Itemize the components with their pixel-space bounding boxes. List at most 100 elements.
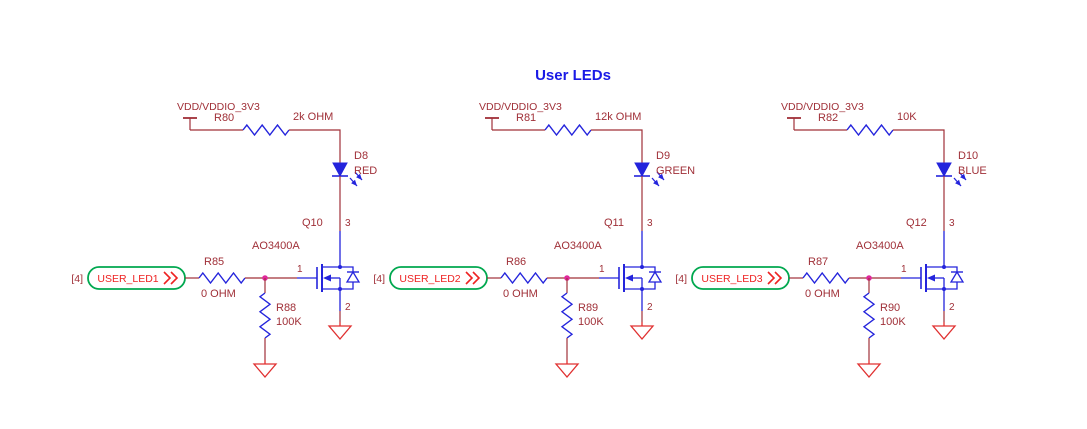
port-chevron-icon — [465, 271, 474, 285]
resistor-symbol — [198, 271, 246, 285]
port-net-label: USER_LED3 — [701, 273, 762, 285]
led-ref: D8 — [354, 150, 368, 162]
led-symbol — [936, 162, 952, 178]
resistor-ref: R89 — [578, 302, 598, 314]
resistor-symbol — [862, 292, 876, 339]
wire — [591, 129, 643, 163]
led-symbol — [634, 162, 650, 178]
led-emission-arrow — [955, 179, 961, 186]
resistor-symbol — [258, 292, 272, 339]
resistor-ref: R85 — [204, 256, 224, 268]
symbol-junction-dot — [942, 287, 946, 291]
body-diode-triangle — [345, 270, 361, 283]
transistor-part: AO3400A — [252, 240, 300, 252]
symbol-junction-dot — [338, 287, 342, 291]
pin-number: 1 — [901, 264, 907, 275]
wire — [289, 129, 341, 163]
led-color-label: RED — [354, 165, 377, 177]
port-chevron-icon — [170, 271, 179, 285]
transistor-ref: Q11 — [604, 217, 624, 229]
pin-number: 3 — [949, 218, 955, 229]
resistor-symbol — [560, 292, 574, 339]
led-ref: D9 — [656, 150, 670, 162]
body-diode-lead — [642, 282, 656, 290]
pin-number: 3 — [345, 218, 351, 229]
port-net-label: USER_LED1 — [97, 273, 158, 285]
ground-symbol — [931, 325, 957, 341]
resistor-value: 100K — [880, 316, 906, 328]
transistor-part: AO3400A — [856, 240, 904, 252]
transistor-ref: Q10 — [302, 217, 323, 229]
power-net-label: VDD/VDDIO_3V3 — [781, 101, 864, 113]
body-diode-triangle — [949, 270, 965, 283]
resistor-symbol — [500, 271, 548, 285]
resistor-ref: R80 — [214, 112, 234, 124]
resistor-symbol — [802, 271, 850, 285]
port-chevron-icon — [472, 271, 481, 285]
body-diode-lead — [642, 266, 656, 272]
mosfet-body-arrow — [323, 274, 331, 282]
led-ref: D10 — [958, 150, 978, 162]
resistor-ref: R88 — [276, 302, 296, 314]
mosfet-body-arrow — [927, 274, 935, 282]
pin-number: 3 — [647, 218, 653, 229]
symbol-junction-dot — [338, 265, 342, 269]
ground-symbol — [327, 325, 353, 341]
port-sheet-ref: [4] — [373, 273, 385, 285]
resistor-value: 10K — [897, 111, 917, 123]
body-diode-lead — [340, 266, 354, 272]
resistor-value: 0 OHM — [503, 288, 538, 300]
resistor-ref: R82 — [818, 112, 838, 124]
body-diode-lead — [944, 282, 958, 290]
pin-number: 1 — [599, 264, 605, 275]
resistor-value: 0 OHM — [201, 288, 236, 300]
led-emission-arrow — [356, 173, 362, 180]
pin-number: 2 — [949, 302, 955, 313]
resistor-ref: R90 — [880, 302, 900, 314]
led-emission-arrow — [960, 173, 966, 180]
led-emission-arrow — [658, 173, 664, 180]
transistor-part: AO3400A — [554, 240, 602, 252]
pin-number: 2 — [647, 302, 653, 313]
led-emission-arrow — [351, 179, 357, 186]
schematic-title: User LEDs — [535, 67, 611, 84]
ground-symbol — [856, 363, 882, 379]
mosfet-body-arrow — [625, 274, 633, 282]
led-color-label: GREEN — [656, 165, 695, 177]
resistor-ref: R81 — [516, 112, 536, 124]
power-net-label: VDD/VDDIO_3V3 — [177, 101, 260, 113]
transistor-ref: Q12 — [906, 217, 927, 229]
resistor-value: 0 OHM — [805, 288, 840, 300]
resistor-symbol — [242, 123, 290, 137]
port-chevron-icon — [774, 271, 783, 285]
port-sheet-ref: [4] — [675, 273, 687, 285]
resistor-value: 2k OHM — [293, 111, 333, 123]
resistor-ref: R86 — [506, 256, 526, 268]
resistor-value: 100K — [276, 316, 302, 328]
body-diode-lead — [944, 266, 958, 272]
pin-number: 2 — [345, 302, 351, 313]
port-chevron-icon — [767, 271, 776, 285]
ground-symbol — [554, 363, 580, 379]
symbol-junction-dot — [640, 265, 644, 269]
body-diode-lead — [340, 282, 354, 290]
symbol-junction-dot — [942, 265, 946, 269]
power-net-label: VDD/VDDIO_3V3 — [479, 101, 562, 113]
pin-number: 1 — [297, 264, 303, 275]
ground-symbol — [252, 363, 278, 379]
symbol-junction-dot — [640, 287, 644, 291]
resistor-value: 12k OHM — [595, 111, 641, 123]
resistor-symbol — [846, 123, 894, 137]
resistor-ref: R87 — [808, 256, 828, 268]
led-color-label: BLUE — [958, 165, 987, 177]
port-chevron-icon — [163, 271, 172, 285]
port-sheet-ref: [4] — [71, 273, 83, 285]
led-emission-arrow — [653, 179, 659, 186]
wire — [893, 129, 945, 163]
resistor-value: 100K — [578, 316, 604, 328]
resistor-symbol — [544, 123, 592, 137]
body-diode-triangle — [647, 270, 663, 283]
port-net-label: USER_LED2 — [399, 273, 460, 285]
led-symbol — [332, 162, 348, 178]
